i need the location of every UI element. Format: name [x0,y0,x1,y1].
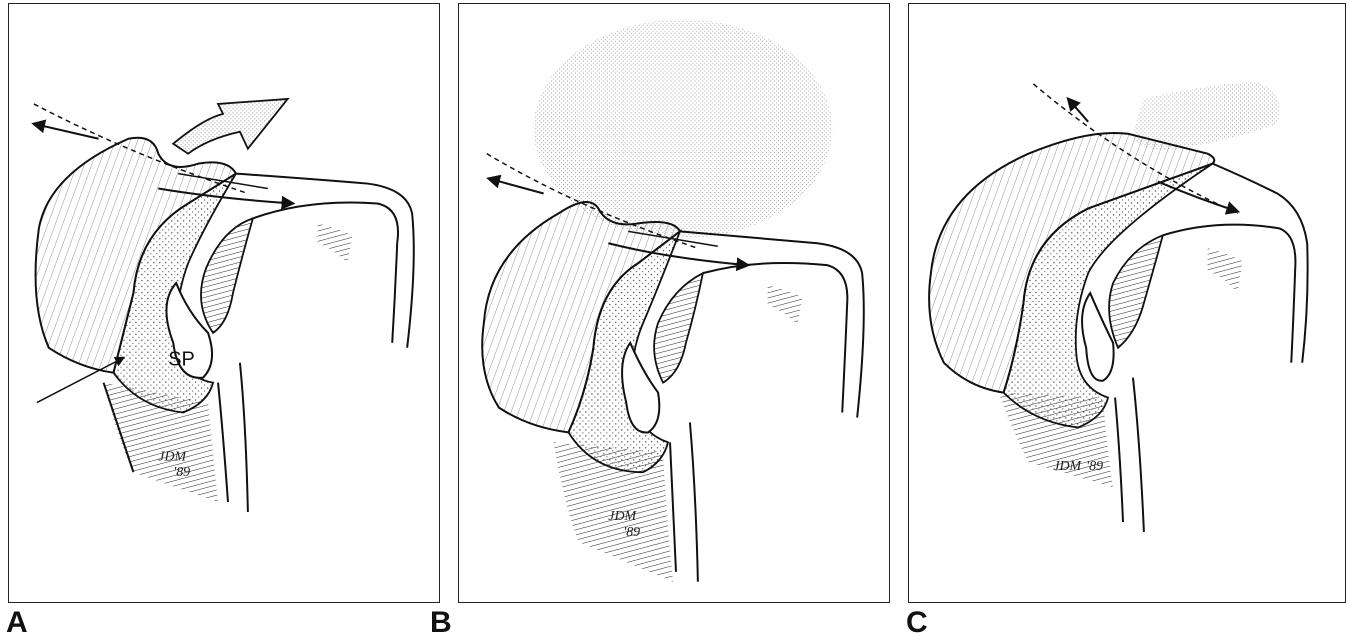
arrow-up [1068,99,1088,122]
panel-a: SP JDM '89 [8,3,440,603]
arrow-right [1158,182,1238,212]
panel-b: JDM '89 [458,3,890,603]
inner-loop [654,273,703,382]
panel-c-illustration: JDM '89 [909,4,1345,602]
right-arch [236,174,414,348]
arch-hatching [318,223,353,263]
signature: JDM [1053,459,1082,474]
right-stem [218,363,248,512]
signature-year: '89 [1086,459,1103,474]
arch-hatching [1208,248,1243,293]
panel-label-a: A [6,606,28,640]
signature: JDM [608,509,637,524]
arch-hatching [768,285,803,325]
panel-a-illustration: SP JDM '89 [9,4,439,602]
inner-loop [201,218,253,332]
right-stem [670,422,698,581]
panel-label-c: C [906,606,928,640]
signature-year: '89 [623,525,640,540]
open-arrow [173,99,287,154]
panel-b-illustration: JDM '89 [459,4,889,602]
panel-c: JDM '89 [908,3,1346,603]
sp-label: SP [168,349,195,371]
panel-label-b: B [430,606,452,640]
inner-loop [1109,235,1163,347]
signature-year: '89 [173,465,190,480]
signature: JDM [158,449,187,464]
arrow-left [34,124,99,139]
right-arch [680,231,864,417]
right-stem [1115,378,1144,532]
